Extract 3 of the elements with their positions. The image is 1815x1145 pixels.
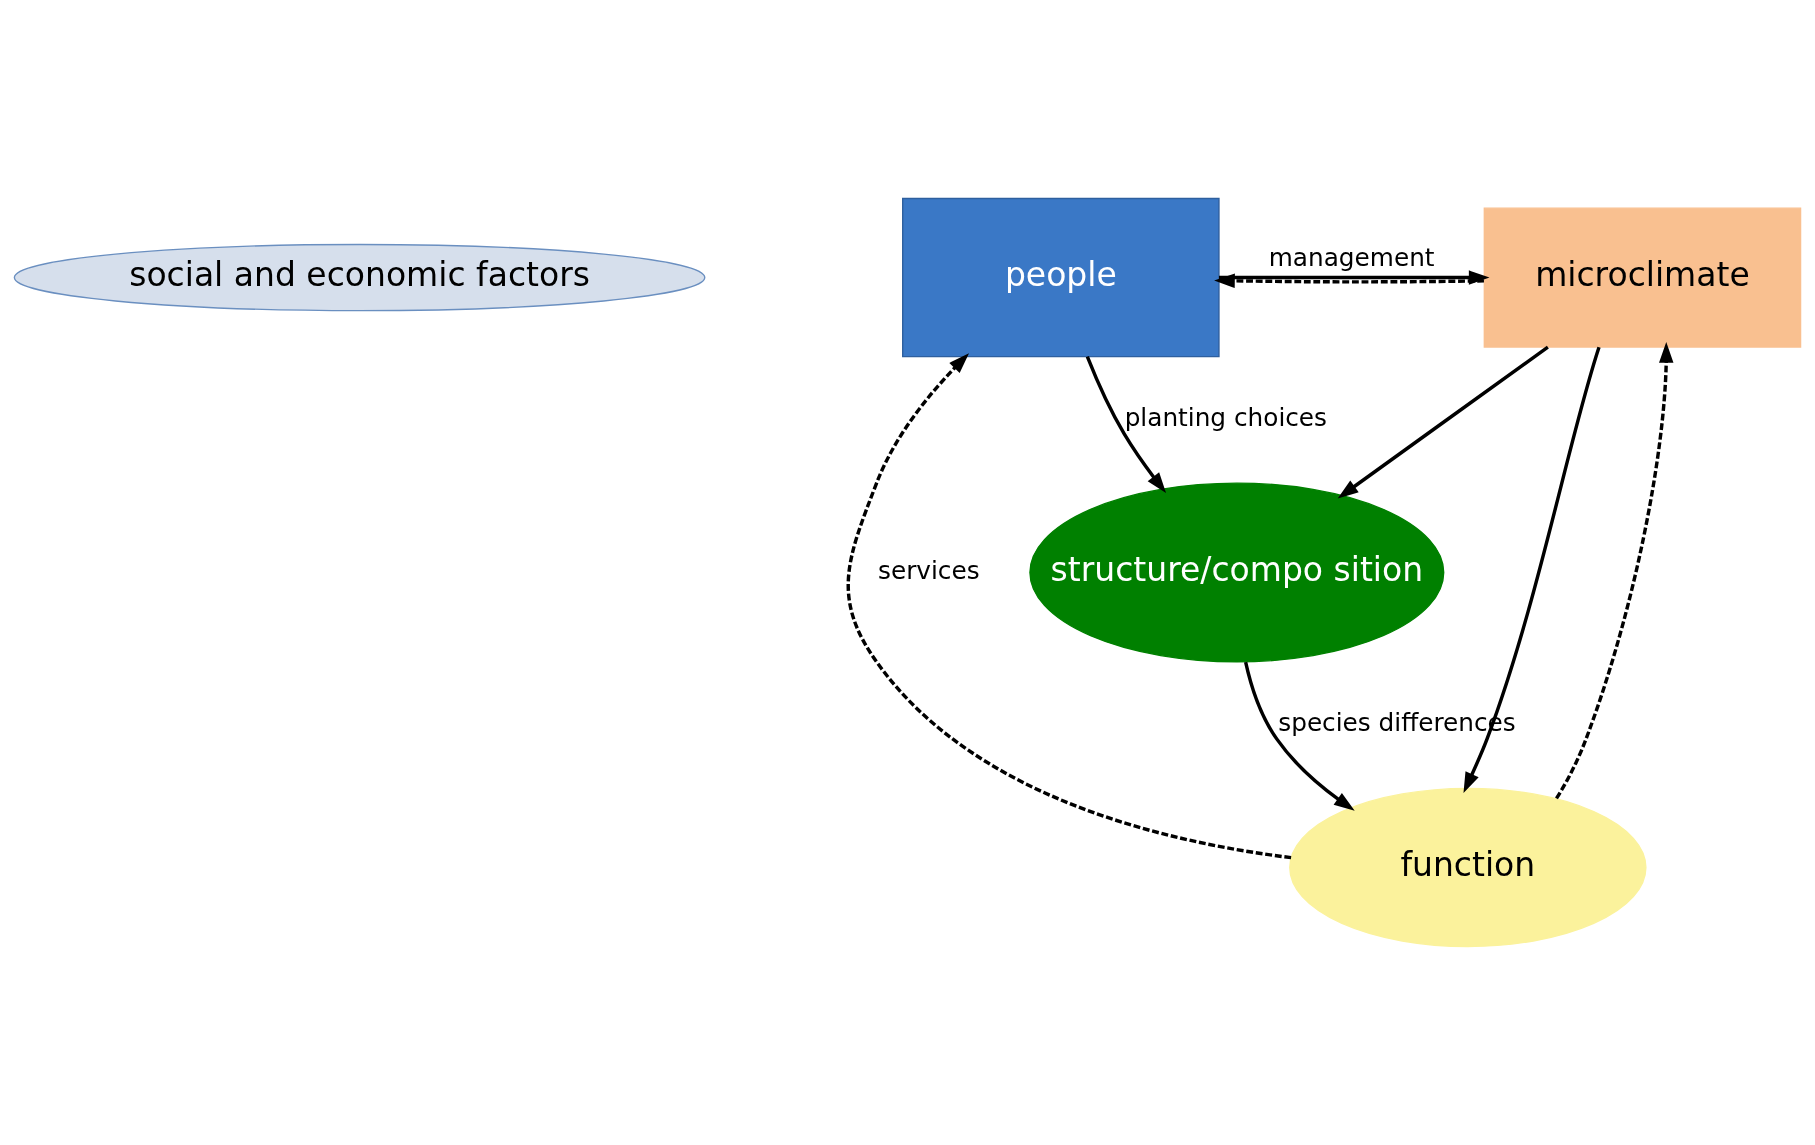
edge-label: management [1268, 242, 1435, 272]
edge-label: planting choices [1124, 402, 1327, 432]
edge-label: services [878, 555, 980, 585]
